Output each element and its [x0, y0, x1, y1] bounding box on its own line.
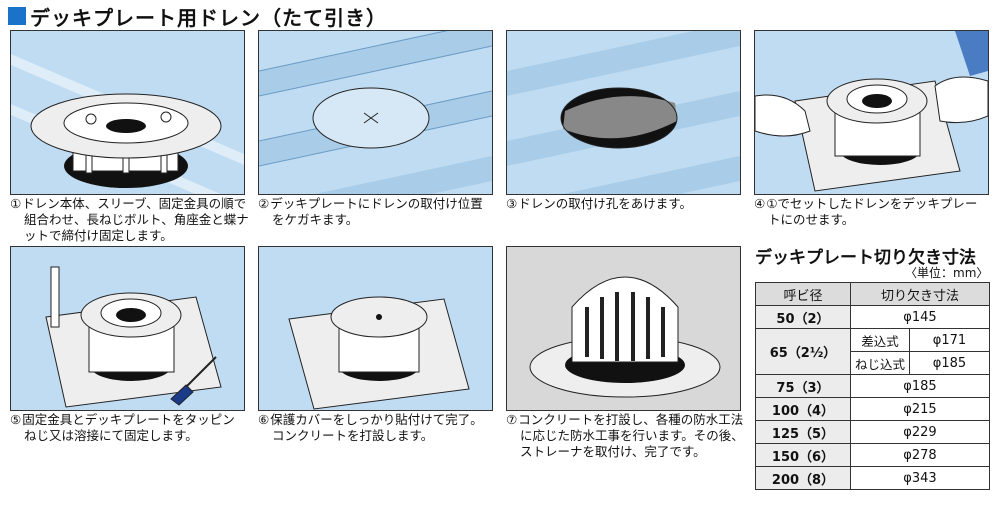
step-6-illustration [258, 246, 493, 411]
header-nominal-size: 呼ビ径 [755, 282, 851, 306]
step-4-caption: ④①でセットしたドレンをデッキプレー トにのせます。 [754, 196, 978, 227]
row-value: φ343 [850, 466, 990, 490]
step-7-caption: ⑦コンクリートを打設し、各種の防水工法 に応じた防水工事を行います。その後、 ス… [506, 412, 744, 459]
row-size: 65（2½） [755, 328, 851, 375]
row-value: φ185 [909, 351, 990, 375]
row-size: 75（3） [755, 374, 851, 398]
step-6-caption: ⑥保護カバーをしっかり貼付けて完了。 コンクリートを打設します。 [258, 412, 483, 443]
page-header: デッキプレート用ドレン（たて引き） [8, 4, 387, 30]
row-size: 50（2） [755, 305, 851, 329]
row-value: φ171 [909, 328, 990, 352]
table-row: 50（2） φ145 [755, 305, 990, 329]
step-1-caption: ①ドレン本体、スリーブ、固定金具の順で 組合わせ、長ねじボルト、角座金と蝶ナ ッ… [10, 196, 249, 243]
step-4-illustration [754, 30, 989, 195]
row-value: φ145 [850, 305, 990, 329]
table-header-row: 呼ビ径 切り欠き寸法 [755, 282, 990, 306]
table-row: ねじ込式 φ185 [756, 351, 990, 375]
step-3-illustration [506, 30, 741, 195]
row-subtype: ねじ込式 [850, 351, 910, 375]
cutout-unit-label: 〈単位：mm〉 [905, 266, 989, 280]
row-size: 125（5） [755, 420, 851, 444]
page-title: デッキプレート用ドレン（たて引き） [30, 5, 387, 30]
step-5-caption: ⑤固定金具とデッキプレートをタッピン ねじ又は溶接にて固定します。 [10, 412, 235, 443]
table-row: 75（3） φ185 [755, 374, 990, 398]
row-value: φ229 [850, 420, 990, 444]
table-row: 100（4） φ215 [755, 397, 990, 421]
step-3-caption: ③ドレンの取付け孔をあけます。 [506, 196, 692, 211]
row-size: 200（8） [755, 466, 851, 490]
table-row: 65（2½） 差込式 φ171 [755, 328, 990, 375]
row-value: φ215 [850, 397, 990, 421]
table-row: 200（8） φ343 [755, 466, 990, 490]
table-row: 125（5） φ229 [755, 420, 990, 444]
step-1-illustration [10, 30, 245, 195]
row-value: φ185 [850, 374, 990, 398]
step-5-illustration [10, 246, 245, 411]
table-row: 150（6） φ278 [755, 443, 990, 467]
step-2-illustration [258, 30, 493, 195]
row-size: 150（6） [755, 443, 851, 467]
row-subtype: 差込式 [850, 328, 910, 352]
row-value: φ278 [850, 443, 990, 467]
cutout-dimension-table: 呼ビ径 切り欠き寸法 50（2） φ145 65（2½） 差込式 φ171 ねじ… [755, 282, 990, 490]
step-7-illustration [506, 246, 741, 411]
header-cutout-size: 切り欠き寸法 [850, 282, 990, 306]
step-2-caption: ②デッキプレートにドレンの取付け位置 をケガキます。 [258, 196, 483, 227]
row-size: 100（4） [755, 397, 851, 421]
header-square-icon [8, 7, 26, 25]
cutout-table-title: デッキプレート切り欠き寸法 [755, 248, 976, 268]
